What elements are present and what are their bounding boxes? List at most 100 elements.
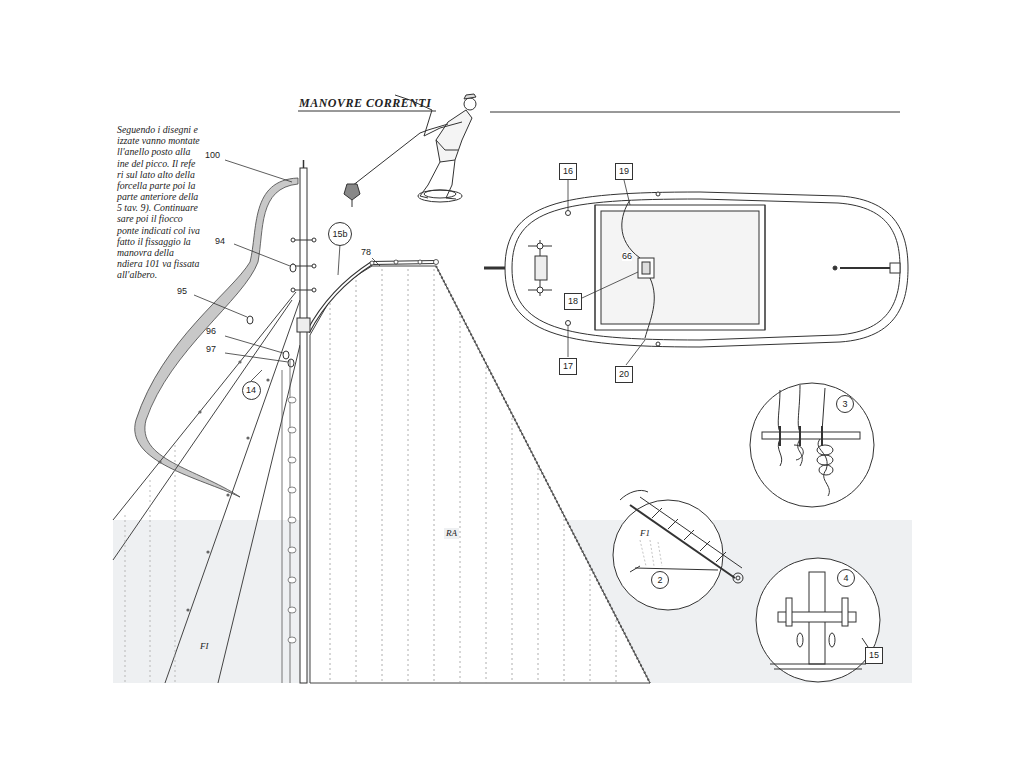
drawing-g — [247, 238, 316, 367]
drawing-circle — [312, 288, 316, 292]
drawing-circle — [394, 260, 398, 264]
drawing-line — [568, 180, 569, 210]
drawing-line — [486, 367, 487, 683]
callout-number: 18 — [568, 297, 578, 306]
drawing-circle — [198, 410, 201, 413]
drawing-line — [298, 111, 436, 112]
drawing-g — [568, 180, 645, 365]
drawing-g — [158, 360, 269, 611]
drawing-line — [630, 505, 735, 578]
callout-number: 4 — [843, 574, 848, 583]
drawing-circle — [733, 573, 743, 583]
drawing-g — [194, 160, 380, 381]
drawing-line — [165, 300, 300, 683]
drawing-circle — [312, 238, 316, 242]
drawing-line — [490, 112, 900, 113]
drawing-ellipse — [418, 190, 462, 202]
drawing-rect — [642, 262, 650, 274]
drawing-rect — [890, 263, 900, 273]
drawing-ellipse — [817, 445, 833, 455]
callout-box: 20 — [615, 366, 633, 383]
drawing-ellipse — [288, 577, 296, 583]
drawing-path — [630, 566, 718, 572]
drawing-path — [505, 192, 908, 347]
callout-number: 15b — [332, 230, 347, 239]
drawing-circle — [238, 360, 241, 363]
drawing-ellipse — [288, 637, 296, 643]
drawing-line — [218, 345, 300, 683]
drawing-line — [330, 303, 331, 683]
callout-number: 14 — [246, 386, 256, 395]
drawing-line — [356, 280, 357, 683]
sail-name: F1 — [638, 528, 652, 539]
drawing-line — [616, 620, 617, 683]
drawing-g — [113, 292, 300, 683]
drawing-path — [620, 490, 648, 500]
drawing-line — [779, 426, 781, 446]
drawing-line — [650, 540, 654, 566]
sheet-title: MANOVRE CORRENTI — [299, 97, 431, 109]
callout-number: 66 — [622, 252, 632, 261]
drawing-circle — [158, 460, 161, 463]
drawing-ellipse — [819, 465, 833, 475]
callout-box: 19 — [615, 163, 633, 180]
drawing-line — [382, 269, 383, 683]
drawing-line — [434, 269, 435, 683]
callout-number: 94 — [215, 237, 225, 246]
drawing-ellipse — [288, 607, 296, 613]
drawing-ellipse — [797, 633, 803, 647]
drawing-line — [408, 269, 409, 683]
drawing-ellipse — [817, 455, 833, 465]
drawing-g — [288, 397, 296, 643]
drawing-circle — [434, 260, 439, 265]
drawing-line — [175, 445, 176, 683]
drawing-path — [436, 140, 458, 150]
drawing-path — [308, 262, 436, 332]
drawing-line — [293, 240, 314, 241]
drawing-circle — [833, 266, 837, 270]
drawing-line — [774, 669, 862, 670]
drawing-rect — [786, 598, 792, 626]
drawing-g — [762, 385, 860, 496]
sail-name: RA — [444, 528, 459, 539]
drawing-rect — [297, 318, 310, 332]
drawing-line — [538, 468, 539, 683]
drawing-line — [821, 426, 823, 446]
callout-number: 100 — [205, 151, 220, 160]
callout-number: 2 — [657, 576, 662, 585]
drawing-path — [645, 278, 654, 338]
callout-number: 3 — [842, 400, 847, 409]
drawing-circle — [266, 378, 269, 381]
drawing-line — [338, 244, 340, 275]
drawing-ellipse — [290, 264, 296, 272]
drawing-line — [293, 290, 314, 291]
drawing-line — [460, 316, 461, 683]
drawing-path — [794, 385, 803, 466]
drawing-circle — [750, 383, 874, 507]
drawing-ellipse — [829, 633, 835, 647]
drawing-path — [352, 133, 420, 186]
callout-number: 78 — [361, 248, 371, 257]
callout-box: 17 — [559, 358, 577, 375]
drawing-path — [464, 94, 476, 99]
drawing-line — [113, 292, 296, 520]
drawing-path — [308, 262, 436, 332]
drawing-ellipse — [288, 359, 294, 367]
drawing-g — [344, 94, 476, 207]
callout-number: 17 — [563, 362, 573, 371]
drawing-ellipse — [288, 487, 296, 493]
drawing-path — [352, 200, 353, 207]
drawing-line — [512, 418, 513, 683]
drawing-line — [225, 160, 292, 182]
callout-circle: 15b — [328, 222, 352, 246]
drawing-line — [770, 664, 866, 665]
drawing-circle — [736, 576, 740, 580]
drawing-circle — [312, 264, 316, 268]
drawing-circle — [370, 261, 374, 265]
drawing-line — [303, 160, 305, 168]
drawing-rect — [595, 205, 765, 330]
drawing-rect — [638, 258, 654, 278]
drawing-circle — [291, 238, 295, 242]
drawing-path — [446, 160, 456, 199]
drawing-line — [225, 336, 283, 353]
